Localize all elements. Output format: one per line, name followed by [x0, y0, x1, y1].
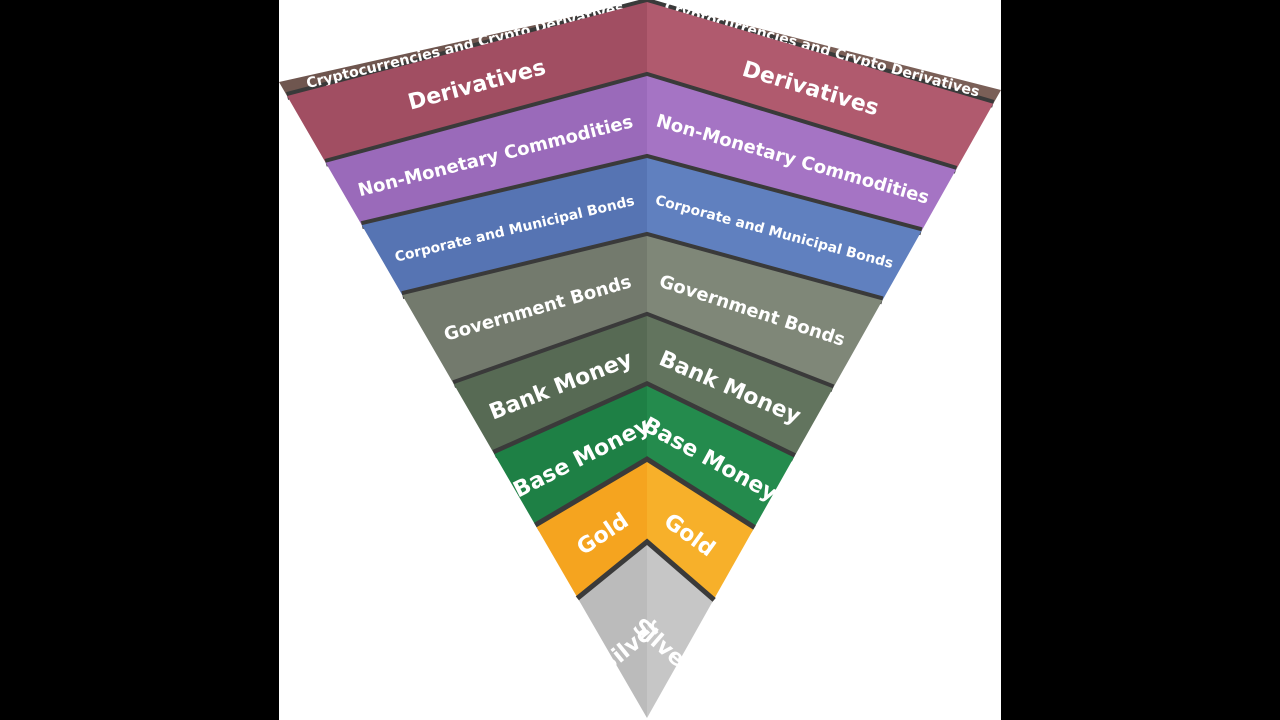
- layer-left-face: [494, 386, 647, 528]
- layer-left-face: [287, 2, 647, 163]
- layer-right-face: [647, 236, 883, 389]
- layer-left-face: [578, 545, 647, 718]
- layer-right-face: [647, 545, 713, 718]
- layer-right-face: [647, 386, 794, 530]
- layer-left-face: [325, 76, 647, 226]
- layer-right-face: [647, 76, 956, 232]
- layer-left-face: [453, 316, 647, 455]
- layer-right-face: [647, 2, 994, 170]
- layer-left-face: [361, 158, 647, 296]
- layer-right-face: [647, 316, 833, 458]
- layer-right-face: [647, 158, 922, 301]
- layer-left-face: [402, 236, 647, 385]
